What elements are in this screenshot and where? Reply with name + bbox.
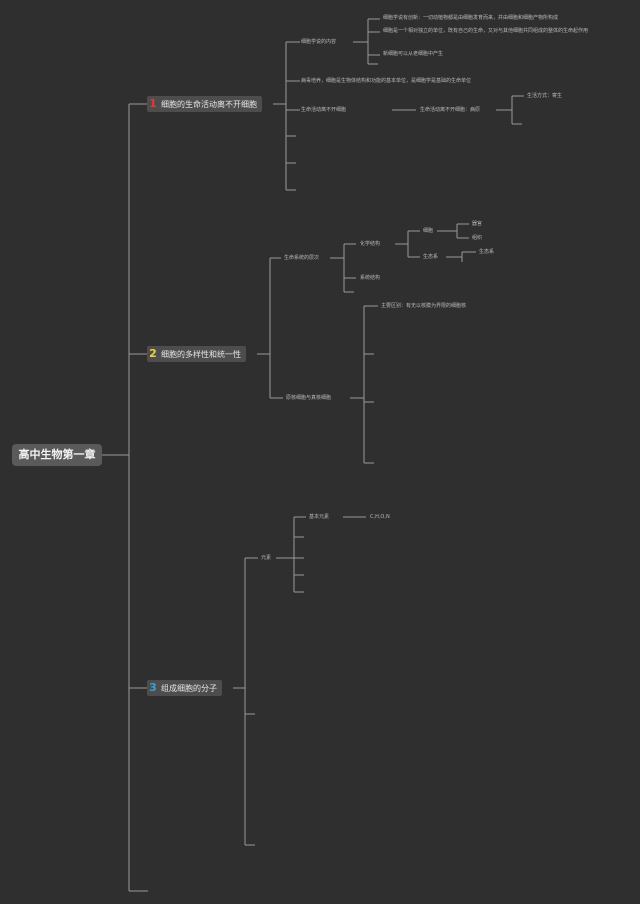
- b2-prokaryote-eukaryote[interactable]: 原核细胞与真核细胞: [286, 395, 332, 401]
- b3-elements[interactable]: 元素: [261, 555, 272, 561]
- b1-life-activity-virus[interactable]: 生命活动离不开细胞：病原: [420, 107, 481, 113]
- b3-basic-elements-value[interactable]: C,H,O,N: [370, 514, 390, 520]
- b1-cell-theory[interactable]: 细胞学说的内容: [301, 39, 337, 45]
- branch-1-topic[interactable]: 1 细胞的生命活动离不开细胞: [147, 96, 262, 112]
- b2-cell[interactable]: 细胞: [423, 228, 434, 234]
- b1-cell-theory-item-3[interactable]: 新细胞可以从老细胞中产生: [383, 51, 444, 57]
- b2-organ[interactable]: 器官: [472, 221, 483, 227]
- b2-ecosystem-item[interactable]: 生态系: [479, 249, 495, 255]
- b3-basic-elements[interactable]: 基本元素: [309, 514, 330, 520]
- b2-tissue[interactable]: 组织: [472, 235, 483, 241]
- b1-basic-unit[interactable]: 病毒培养，细胞是生物体结构和功能的基本单位，是细胞学是基础的生命单位: [301, 78, 472, 84]
- branch-2-number: 2: [149, 347, 157, 360]
- branch-3-topic[interactable]: 3 组成细胞的分子: [147, 680, 222, 696]
- branch-2-title: 细胞的多样性和统一性: [161, 350, 241, 359]
- b1-life-activity[interactable]: 生命活动离不开细胞: [301, 107, 347, 113]
- b2-chemical-structure[interactable]: 化学结构: [360, 241, 381, 247]
- b1-virus-lifestyle[interactable]: 生活方式：寄生: [527, 93, 563, 99]
- b2-life-system-levels[interactable]: 生命系统的层次: [284, 255, 320, 261]
- branch-3-number: 3: [149, 681, 157, 694]
- branch-2-topic[interactable]: 2 细胞的多样性和统一性: [147, 346, 246, 362]
- branch-3-title: 组成细胞的分子: [161, 684, 217, 693]
- b2-system-structure[interactable]: 系统结构: [360, 275, 381, 281]
- branch-1-title: 细胞的生命活动离不开细胞: [161, 100, 257, 109]
- b1-cell-theory-item-2[interactable]: 细胞是一个相对独立的单位，既有自己的生命，又对与其他细胞共同组成的整体的生命起作…: [383, 28, 589, 34]
- branch-1-number: 1: [149, 97, 157, 110]
- root-topic[interactable]: 高中生物第一章: [12, 444, 102, 466]
- b2-ecosystem[interactable]: 生态系: [423, 254, 439, 260]
- b2-main-difference[interactable]: 主要区别：有无以核膜为界限的细胞核: [381, 303, 467, 309]
- b1-cell-theory-item-1[interactable]: 细胞学说有创新：一切动植物都是由细胞发育而来，并由细胞和细胞产物所构成: [383, 15, 559, 21]
